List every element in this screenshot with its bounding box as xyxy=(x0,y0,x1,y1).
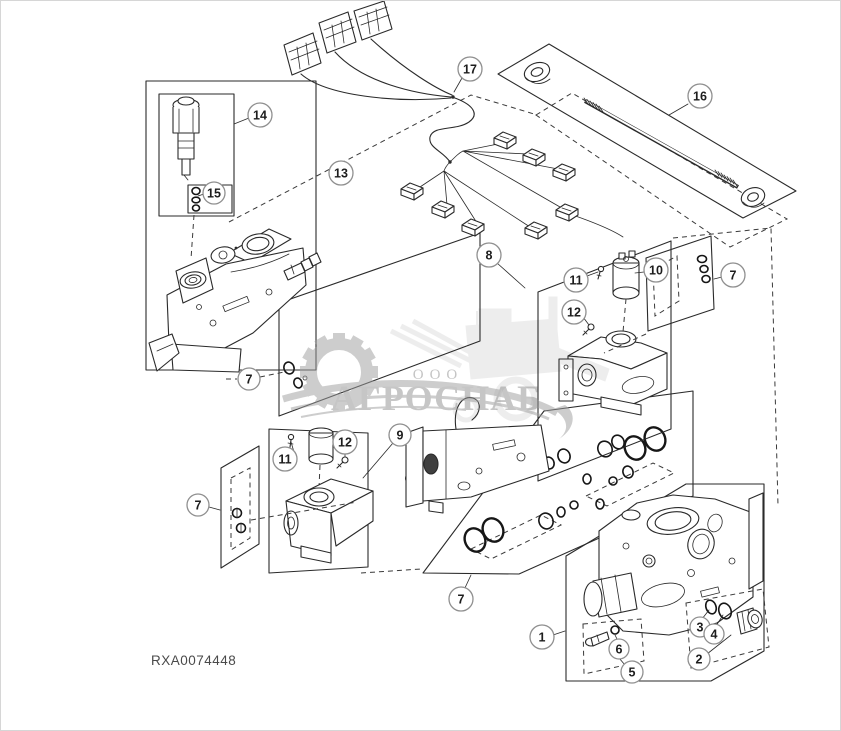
large-connector xyxy=(283,32,322,76)
callout-17: 17 xyxy=(457,56,483,82)
valve-body-1 xyxy=(583,492,764,636)
watermark-logo: ООО АГРОСНАБ xyxy=(282,333,573,439)
screw-12-right xyxy=(582,323,595,336)
svg-text:7: 7 xyxy=(730,269,737,283)
harness-branches xyxy=(419,143,624,238)
leader-lines-dashed xyxy=(226,371,285,380)
svg-text:16: 16 xyxy=(693,90,707,104)
seal-kit-box-15 xyxy=(187,184,233,214)
install-line-right xyxy=(672,227,779,507)
valve-assembly-box-1 xyxy=(565,483,770,682)
svg-text:5: 5 xyxy=(629,666,636,680)
callout-11-right: 11 xyxy=(563,267,589,293)
hose-fitting xyxy=(283,252,322,281)
seal-plate-left xyxy=(220,445,358,569)
callout-14: 14 xyxy=(247,102,273,128)
install-line-13 xyxy=(228,94,535,223)
watermark-prefix: ООО xyxy=(413,367,464,383)
svg-text:7: 7 xyxy=(195,499,202,513)
callout-7-left-plate: 7 xyxy=(186,493,210,517)
screw-11-left xyxy=(287,433,295,448)
assembly-box-13 xyxy=(145,80,322,373)
svg-text:9: 9 xyxy=(397,429,404,443)
svg-text:10: 10 xyxy=(649,264,663,278)
valve-section-center xyxy=(405,397,550,514)
callouts: 14 15 13 17 16 8 10 11 12 7 7 9 11 12 7 … xyxy=(186,56,746,684)
callout-1: 1 xyxy=(529,624,555,650)
callout-15: 15 xyxy=(202,181,226,205)
valve-block-right xyxy=(558,330,668,416)
o-ring-6 xyxy=(610,625,620,635)
callout-7-right-plate: 7 xyxy=(720,262,746,288)
end-plug xyxy=(583,572,638,618)
seal-plate-right xyxy=(603,235,715,354)
solenoid-cartridge-14 xyxy=(172,96,200,181)
svg-text:14: 14 xyxy=(253,109,267,123)
plug-group-2-3-4 xyxy=(685,588,770,669)
swoosh-icon xyxy=(282,380,573,439)
callout-9: 9 xyxy=(388,423,412,447)
callout-7-left-seals: 7 xyxy=(237,367,261,391)
screw-12-left xyxy=(336,456,349,469)
rod-box-16 xyxy=(497,43,797,248)
watermark: ООО АГРОСНАБ xyxy=(282,296,610,439)
solenoid-coil-left xyxy=(308,427,334,465)
large-connector xyxy=(318,11,357,54)
callout-4: 4 xyxy=(703,623,725,645)
callout-11-left: 11 xyxy=(272,446,298,472)
nut xyxy=(523,61,551,84)
svg-text:15: 15 xyxy=(207,187,221,201)
svg-text:17: 17 xyxy=(463,63,477,77)
callout-13: 13 xyxy=(328,160,354,186)
o-ring-4 xyxy=(717,602,733,620)
svg-text:7: 7 xyxy=(246,373,253,387)
callout-2: 2 xyxy=(687,647,711,671)
callout-6: 6 xyxy=(608,638,630,660)
sealed-rings xyxy=(231,507,247,534)
o-ring-3 xyxy=(704,599,718,615)
svg-text:11: 11 xyxy=(569,274,582,288)
plug-5 xyxy=(584,631,610,647)
plug-group-5-6 xyxy=(582,618,645,675)
svg-text:4: 4 xyxy=(711,628,718,642)
plug-2 xyxy=(736,607,763,635)
svg-text:3: 3 xyxy=(697,621,704,635)
install-line-left-box xyxy=(360,568,422,574)
svg-text:13: 13 xyxy=(334,167,348,181)
wiring-harness-17 xyxy=(283,1,624,240)
threaded-rod xyxy=(583,97,739,189)
callout-16: 16 xyxy=(687,83,713,109)
large-connector xyxy=(353,1,393,41)
watermark-name: АГРОСНАБ xyxy=(331,378,542,418)
svg-text:12: 12 xyxy=(338,436,352,450)
callout-8: 8 xyxy=(476,242,502,268)
svg-text:11: 11 xyxy=(278,453,291,467)
small-connectors xyxy=(400,131,579,240)
svg-text:1: 1 xyxy=(539,631,546,645)
svg-text:6: 6 xyxy=(616,643,623,657)
screw-11-right xyxy=(596,265,605,280)
callout-12-right: 12 xyxy=(561,299,587,325)
valve-section-13 xyxy=(148,228,322,373)
callout-7-band: 7 xyxy=(448,586,474,612)
callout-5: 5 xyxy=(620,660,644,684)
drawing-code: RXA0074448 xyxy=(151,653,236,668)
callout-12-left: 12 xyxy=(332,429,358,455)
subassembly-box-8 xyxy=(537,240,672,482)
svg-text:8: 8 xyxy=(486,249,493,263)
svg-text:12: 12 xyxy=(567,306,581,320)
callout-10: 10 xyxy=(643,257,669,283)
solenoid-coil-10 xyxy=(612,250,640,300)
valve-bracket-left xyxy=(283,478,374,564)
svg-text:2: 2 xyxy=(696,653,703,667)
svg-text:7: 7 xyxy=(458,593,465,607)
rod-nut xyxy=(740,187,766,208)
